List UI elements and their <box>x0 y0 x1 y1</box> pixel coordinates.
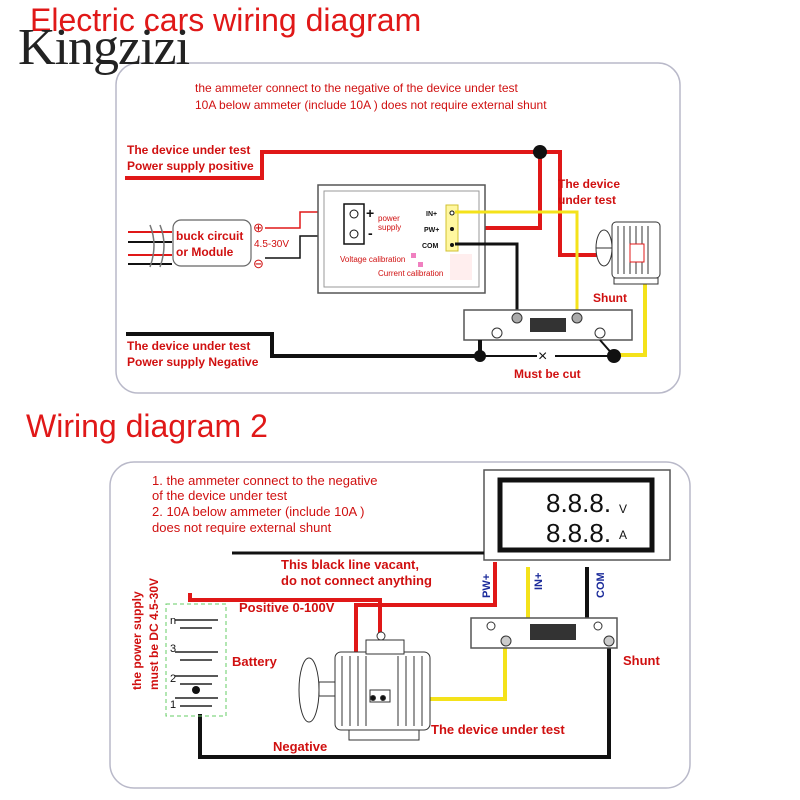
buck-line1: buck circuit <box>176 229 243 243</box>
cut-mark: × <box>538 348 547 365</box>
must-be-cut: Must be cut <box>514 367 581 381</box>
diagram1-note-line2: 10A below ammeter (include 10A ) does no… <box>195 98 547 112</box>
meter-minus: - <box>368 225 373 241</box>
d2-note2-line1: 2. 10A below ammeter (include 10A ) <box>152 504 364 519</box>
supply-negative-line2: Power supply Negative <box>127 355 259 369</box>
motor-junction-dot <box>607 349 621 363</box>
motor-d1 <box>595 221 661 285</box>
voltmeter-display: 8.8.8. 8.8.8. V A <box>483 469 671 561</box>
power-supply-line2: supply <box>378 223 401 232</box>
yellow-wire-d1 <box>455 210 579 318</box>
supply-positive-line2: Power supply positive <box>127 159 254 173</box>
black-line-note2: do not connect anything <box>281 573 432 588</box>
junction-dot <box>533 145 547 159</box>
d2-note1-line2: of the device under test <box>152 488 288 503</box>
watermark-logo: Kingzizi <box>18 19 190 76</box>
diagram1-frame <box>115 62 681 394</box>
cell-1: 1 <box>170 699 176 711</box>
meter-module: + - power supply IN+ PW+ COM Voltage cal… <box>317 184 486 294</box>
device-label-line1: The device <box>558 177 620 191</box>
device-label-d2: The device under test <box>431 722 565 737</box>
diagram2-frame <box>109 461 691 789</box>
diagram1-note-line1: the ammeter connect to the negative of t… <box>195 81 519 95</box>
buck-voltage: 4.5-30V <box>254 239 289 250</box>
positive-label: Positive 0-100V <box>239 600 335 615</box>
shunt-label-d1: Shunt <box>593 291 627 305</box>
buck-line2: or Module <box>176 245 234 259</box>
label-pw-plus: PW+ <box>481 574 493 598</box>
unit-v: V <box>619 502 627 516</box>
shunt-label-d2: Shunt <box>623 653 660 668</box>
buck-minus: ⊖ <box>253 256 264 271</box>
diagram2-title: Wiring diagram 2 <box>26 408 268 444</box>
yellow-wire-d1-motor <box>614 268 647 357</box>
d2-note2-line2: does not require external shunt <box>152 520 332 535</box>
diagram1-title: Electric cars wiring diagram <box>30 2 422 38</box>
motor-d2 <box>298 631 431 741</box>
current-calibration: Current calibration <box>378 269 443 278</box>
black-line-note1: This black line vacant, <box>281 557 419 572</box>
supply-positive-line1: The device under test <box>127 143 250 157</box>
cell-3: 3 <box>170 643 176 655</box>
battery: n 3 2 1 <box>165 603 227 717</box>
buck-module: buck circuit or Module ⊕ ⊖ 4.5-30V <box>128 219 289 271</box>
red-pw-wire-d2 <box>354 562 497 697</box>
black-com-wire-d1 <box>455 242 519 318</box>
d2-note1-line1: 1. the ammeter connect to the negative <box>152 473 377 488</box>
unit-a: A <box>619 528 627 542</box>
cell-2: 2 <box>170 673 176 685</box>
voltage-calibration: Voltage calibration <box>340 255 405 264</box>
buck-plus: ⊕ <box>253 220 264 235</box>
supply-vertical-line1: the power supply <box>130 591 144 690</box>
supply-vertical-line2: must be DC 4.5-30V <box>147 578 161 690</box>
shunt-d2 <box>470 617 618 649</box>
shunt-d1 <box>463 309 633 341</box>
power-supply-line1: power <box>378 214 400 223</box>
battery-label: Battery <box>232 654 278 669</box>
negative-label: Negative <box>273 739 327 754</box>
terminal-in: IN+ <box>426 211 437 218</box>
label-in-plus: IN+ <box>533 573 545 590</box>
terminal-pw: PW+ <box>424 227 439 234</box>
black-negative-wire-d2 <box>198 642 611 759</box>
terminal-com: COM <box>422 243 439 250</box>
neg-junction-dot <box>474 350 486 362</box>
cell-n: n <box>170 615 176 627</box>
supply-negative-line1: The device under test <box>127 339 250 353</box>
meter-plus: + <box>366 205 374 221</box>
display-top-digits: 8.8.8. <box>546 488 611 518</box>
device-label-line2: under test <box>558 193 616 207</box>
label-com: COM <box>595 572 607 598</box>
display-bottom-digits: 8.8.8. <box>546 518 611 548</box>
